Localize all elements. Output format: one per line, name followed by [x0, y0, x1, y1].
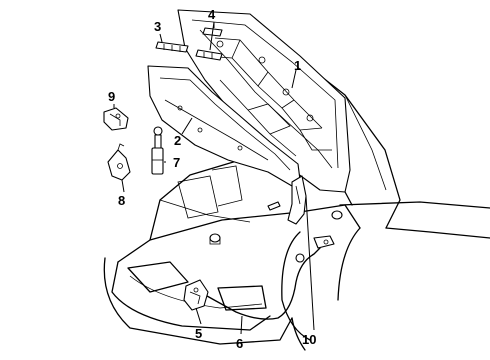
callout-5: 5	[195, 326, 202, 341]
callout-10: 10	[302, 332, 316, 347]
bolt-icon	[267, 201, 281, 211]
callout-3: 3	[154, 19, 161, 34]
callout-4: 4	[208, 7, 216, 22]
callout-7: 7	[173, 155, 180, 170]
callout-1: 1	[294, 58, 301, 73]
lift-support-part-7	[151, 126, 164, 175]
hood-hinge	[267, 175, 335, 249]
hood-latch-part-5	[183, 279, 209, 311]
latch-part-8	[107, 143, 131, 181]
grommet-icon	[209, 233, 221, 243]
hood-hole-icon	[282, 88, 290, 96]
bracket-part-9	[103, 107, 129, 131]
leader-lines	[113, 21, 315, 335]
callout-6: 6	[236, 336, 243, 351]
callouts: 1 2 3 4 5 6 7 8 9 10	[108, 7, 316, 351]
hood-hole-icon	[258, 56, 266, 64]
hood-bumper-part	[195, 49, 223, 61]
callout-2: 2	[174, 133, 181, 148]
car-body	[103, 59, 490, 351]
callout-8: 8	[118, 193, 125, 208]
callout-9: 9	[108, 89, 115, 104]
grommet-icon	[331, 210, 343, 220]
release-cable	[199, 247, 321, 320]
hood-hole-icon	[306, 114, 314, 122]
hood-hole-icon	[216, 40, 224, 48]
